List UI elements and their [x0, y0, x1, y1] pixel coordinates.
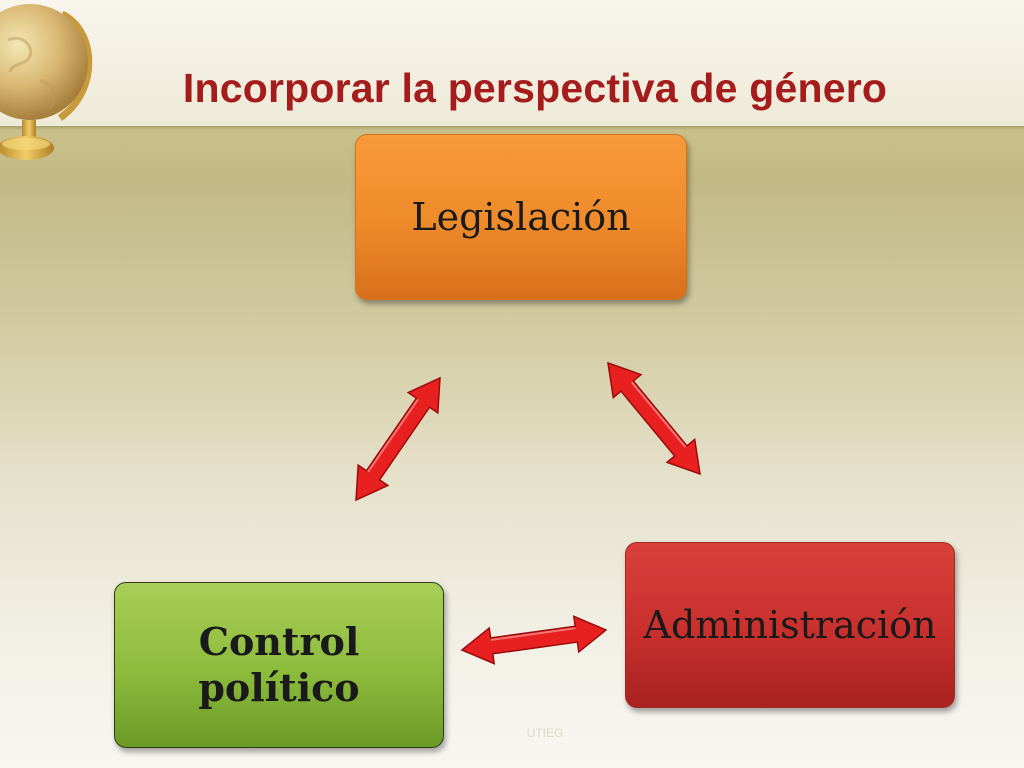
slide-title: Incorporar la perspectiva de género: [182, 65, 888, 111]
globe-icon: [0, 4, 93, 160]
header-divider: [0, 126, 1024, 130]
arrow-control-legislacion-highlight: [367, 398, 419, 473]
arrow-control-administracion: [460, 615, 608, 665]
arrow-legislacion-administracion: [607, 361, 701, 476]
arrow-control-administracion-highlight: [490, 627, 576, 641]
arrow-legislacion-administracion-highlight: [630, 381, 687, 448]
arrow-control-legislacion: [355, 376, 441, 502]
node-control-politico: Control político: [114, 582, 444, 748]
footer-text: UTIEG: [526, 726, 564, 740]
node-administracion: Administración: [625, 542, 955, 708]
node-legislacion: Legislación: [355, 134, 687, 300]
header-band: [0, 0, 1024, 128]
